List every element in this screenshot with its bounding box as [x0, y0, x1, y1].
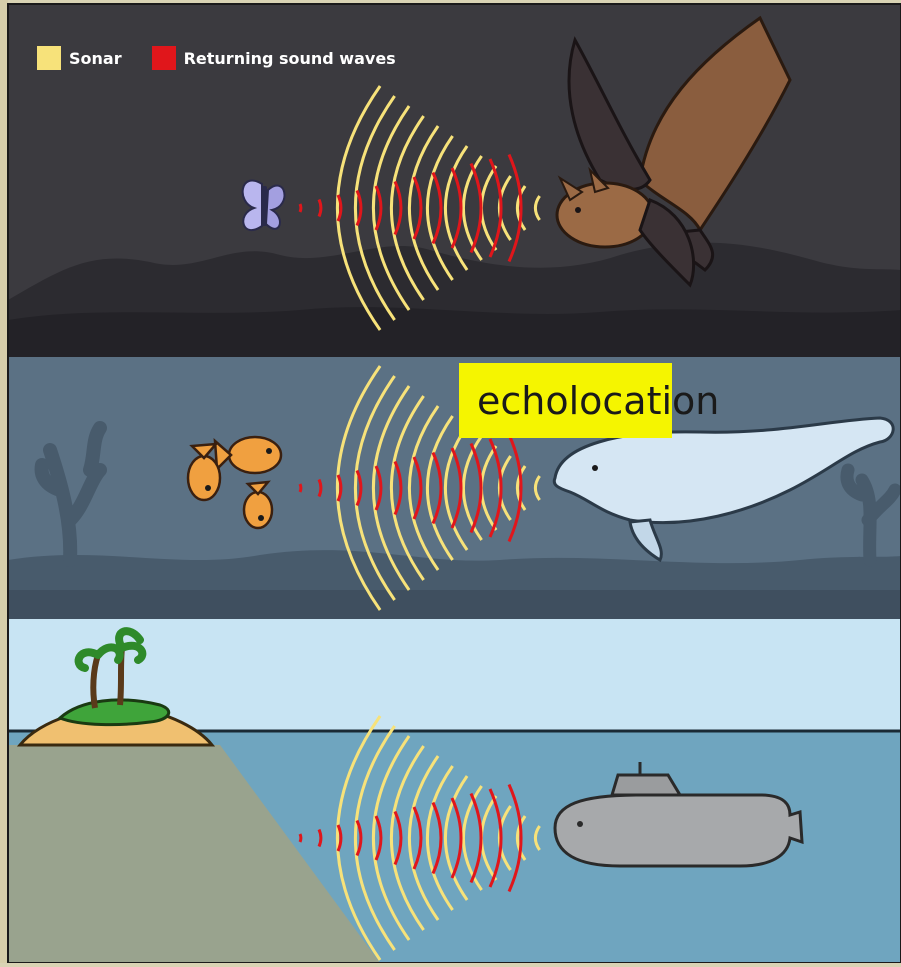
legend-item-sonar: Sonar — [37, 46, 122, 70]
returning-wave-arc — [300, 204, 301, 212]
legend-item-returning: Returning sound waves — [152, 46, 396, 70]
page-margin — [0, 0, 8, 963]
returning-wave-arc — [300, 484, 301, 492]
echolocation-annotation: echolocation — [459, 363, 719, 438]
legend-returning-label: Returning sound waves — [184, 49, 396, 68]
submarine-panel — [8, 619, 901, 963]
returning-wave-arc — [300, 834, 301, 842]
returning-swatch — [152, 46, 176, 70]
legend-sonar-label: Sonar — [69, 49, 122, 68]
sonar-swatch — [37, 46, 61, 70]
butterfly-icon — [243, 180, 285, 230]
unhighlighted-text: on — [672, 379, 719, 423]
legend: Sonar Returning sound waves — [37, 46, 418, 70]
highlighted-text: echolocati — [459, 363, 672, 438]
